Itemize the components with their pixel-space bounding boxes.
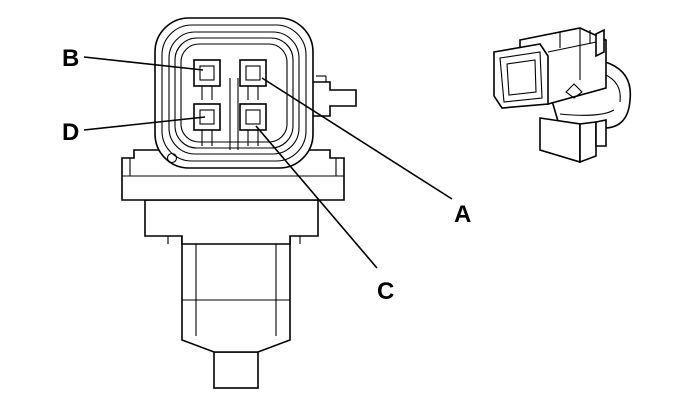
callout-label-b: B [62,45,79,72]
terminal-pin-c [239,103,267,146]
harness-connector [493,27,632,164]
sensor-taper [144,199,319,245]
callout-label-c: C [377,278,394,305]
leader-line-b [83,56,204,71]
callout-label-d: D [62,119,79,146]
leader-lines [83,56,453,269]
leader-line-d [83,116,206,131]
callout-label-a: A [454,201,471,228]
terminal-pins [193,59,267,146]
shroud-outer [154,17,314,169]
terminal-pin-b [193,59,221,100]
connector-shroud [154,17,314,169]
leader-line-c [255,125,378,269]
harness-lock-tab [595,28,605,58]
leader-line-a [261,77,453,200]
sensor-lower-barrel [181,235,291,353]
harness-leg-rear [595,119,607,147]
harness-leg-front [539,117,581,164]
shroud-vent-hole [166,152,178,164]
terminal-pin-a [239,59,267,100]
sensor-tip [213,351,259,389]
